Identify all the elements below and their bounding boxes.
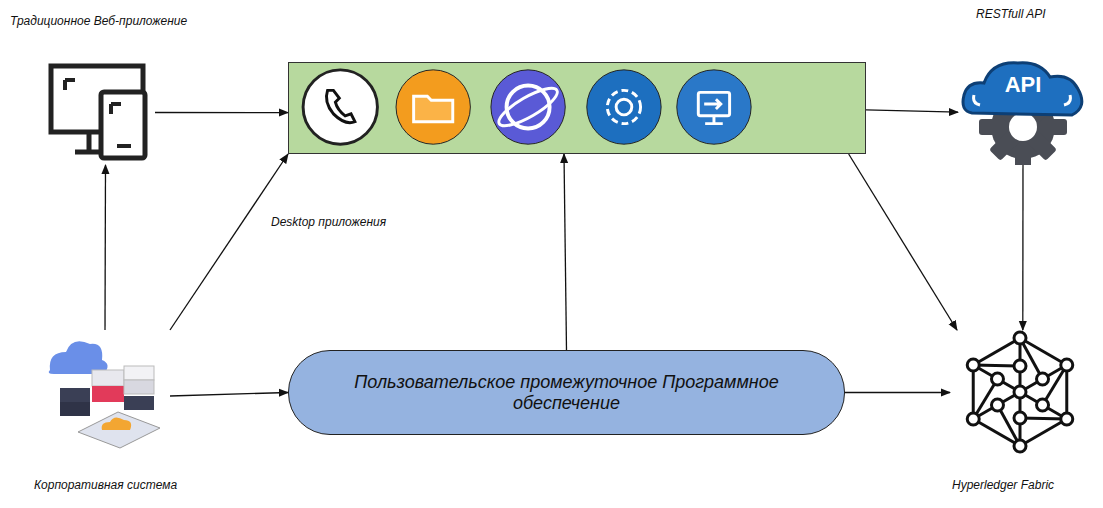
node-caption: Hyperledger Fabric <box>952 478 1054 492</box>
desktop-apps-band: Desktop приложения <box>288 62 866 154</box>
node-caption: Desktop приложения <box>271 215 386 229</box>
arrow-connector <box>170 154 288 330</box>
arrow-connector <box>104 165 106 330</box>
corporate-system-icon: Корпоративная система <box>40 330 170 450</box>
middleware-box: Пользовательское промежуточное Программн… <box>288 350 845 435</box>
node-caption: Корпоративная система <box>34 478 177 492</box>
node-caption: Традиционное Веб-приложение <box>10 14 187 28</box>
web-app-icon: Традиционное Веб-приложение <box>45 60 155 165</box>
arrow-connector <box>170 393 288 397</box>
node-caption: RESTfull API <box>976 7 1046 21</box>
api-text: API <box>985 72 1061 98</box>
arrow-connector <box>1022 165 1024 330</box>
arrow-connector <box>866 110 958 112</box>
hyperledger-icon: Hyperledger Fabric <box>950 330 1090 455</box>
arrow-connector <box>849 154 957 330</box>
box-text: Пользовательское промежуточное Программн… <box>329 372 804 414</box>
api-icon: RESTfull API <box>958 55 1088 165</box>
arrow-connector <box>564 154 567 350</box>
arrow-connector <box>155 112 288 113</box>
arrow-connector <box>845 392 950 393</box>
